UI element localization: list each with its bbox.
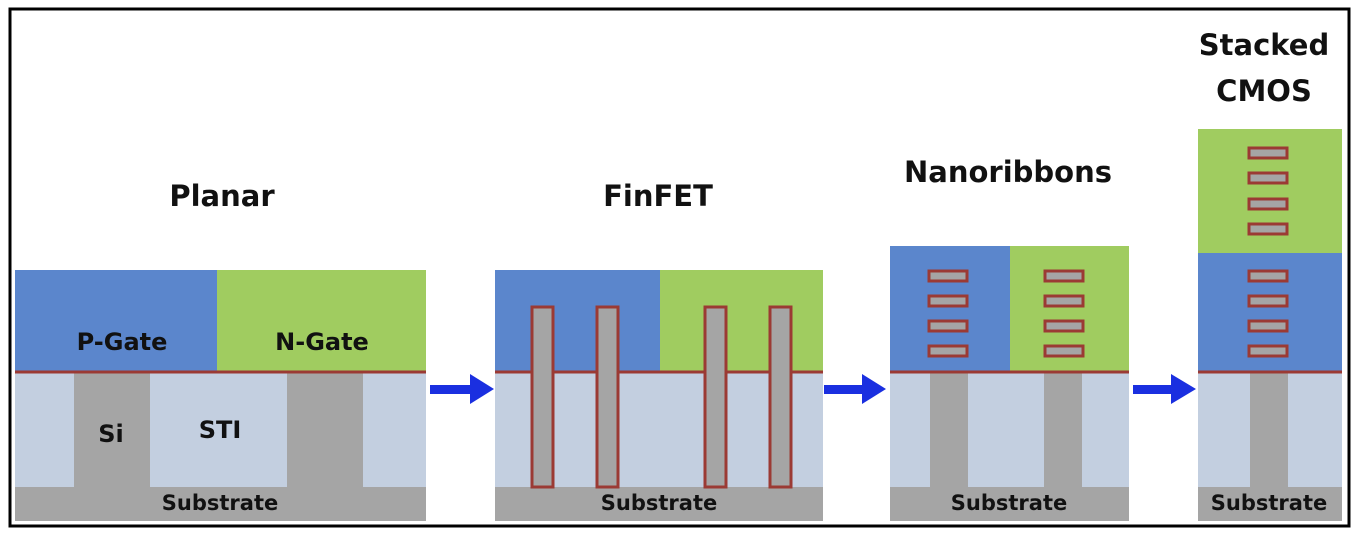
arrow-1 xyxy=(430,374,494,404)
nanoribbon xyxy=(1043,294,1085,308)
p-gate xyxy=(15,270,217,371)
p-gate xyxy=(495,270,660,371)
arrow-head xyxy=(862,374,886,404)
arrow-shaft xyxy=(1133,385,1175,394)
nanoribbon xyxy=(1043,269,1085,283)
nanoribbon xyxy=(927,344,969,358)
fin-body xyxy=(706,373,725,486)
title-finfet: FinFET xyxy=(603,179,713,213)
substrate xyxy=(890,487,1129,521)
arrow-2 xyxy=(824,374,886,404)
panel-finfet: FinFET Substrate xyxy=(495,179,823,521)
nanoribbon xyxy=(1043,344,1085,358)
arrow-shaft xyxy=(430,385,474,394)
fin-body xyxy=(533,373,552,486)
n-gate-label: N-Gate xyxy=(275,328,369,356)
nanoribbon xyxy=(1043,319,1085,333)
p-gate-label: P-Gate xyxy=(77,328,168,356)
ribbon-stack-n xyxy=(1043,269,1085,358)
nanoribbon xyxy=(1247,344,1289,358)
fin-body xyxy=(771,373,790,486)
nanoribbon xyxy=(927,269,969,283)
title-planar: Planar xyxy=(169,179,275,213)
nanoribbon xyxy=(1247,269,1289,283)
nanoribbon xyxy=(927,294,969,308)
nanoribbon xyxy=(1247,222,1289,236)
fin-body xyxy=(598,373,617,486)
arrow-head xyxy=(1171,374,1196,404)
sti-region xyxy=(890,372,1129,487)
si-pillar xyxy=(1044,372,1082,487)
ribbon-stack-bottom xyxy=(1247,269,1289,358)
substrate xyxy=(1198,487,1342,521)
title-cmos: CMOS xyxy=(1216,74,1312,108)
nanoribbon xyxy=(1247,171,1289,185)
arrow-3 xyxy=(1133,374,1196,404)
sti-label: STI xyxy=(199,416,242,444)
n-gate xyxy=(217,270,426,371)
title-nanoribbons: Nanoribbons xyxy=(904,155,1112,189)
substrate-label: Substrate xyxy=(162,491,278,515)
nanoribbon xyxy=(1247,294,1289,308)
si-label: Si xyxy=(98,420,124,448)
arrow-head xyxy=(470,374,494,404)
si-well-right xyxy=(287,372,363,487)
panel-nanoribbons: Nanoribbons Substrate xyxy=(890,155,1129,521)
panel-planar: Planar P-Gate N-Gate Si STI Substrate xyxy=(15,179,426,521)
substrate-label: Substrate xyxy=(601,491,717,515)
title-stacked: Stacked xyxy=(1199,28,1329,62)
nanoribbon xyxy=(1247,197,1289,211)
substrate-label: Substrate xyxy=(1211,491,1327,515)
si-pillar xyxy=(1250,372,1288,487)
nanoribbon xyxy=(1247,146,1289,160)
si-pillar xyxy=(930,372,968,487)
substrate-label: Substrate xyxy=(951,491,1067,515)
nanoribbon xyxy=(927,319,969,333)
nanoribbon xyxy=(1247,319,1289,333)
si-well-left xyxy=(74,372,150,487)
substrate xyxy=(15,487,426,521)
n-gate xyxy=(660,270,823,371)
panel-stacked-cmos: Stacked CMOS Substrate xyxy=(1198,28,1342,521)
ribbon-stack-p xyxy=(927,269,969,358)
ribbon-stack-top xyxy=(1247,146,1289,236)
arrow-shaft xyxy=(824,385,866,394)
substrate xyxy=(495,487,823,521)
